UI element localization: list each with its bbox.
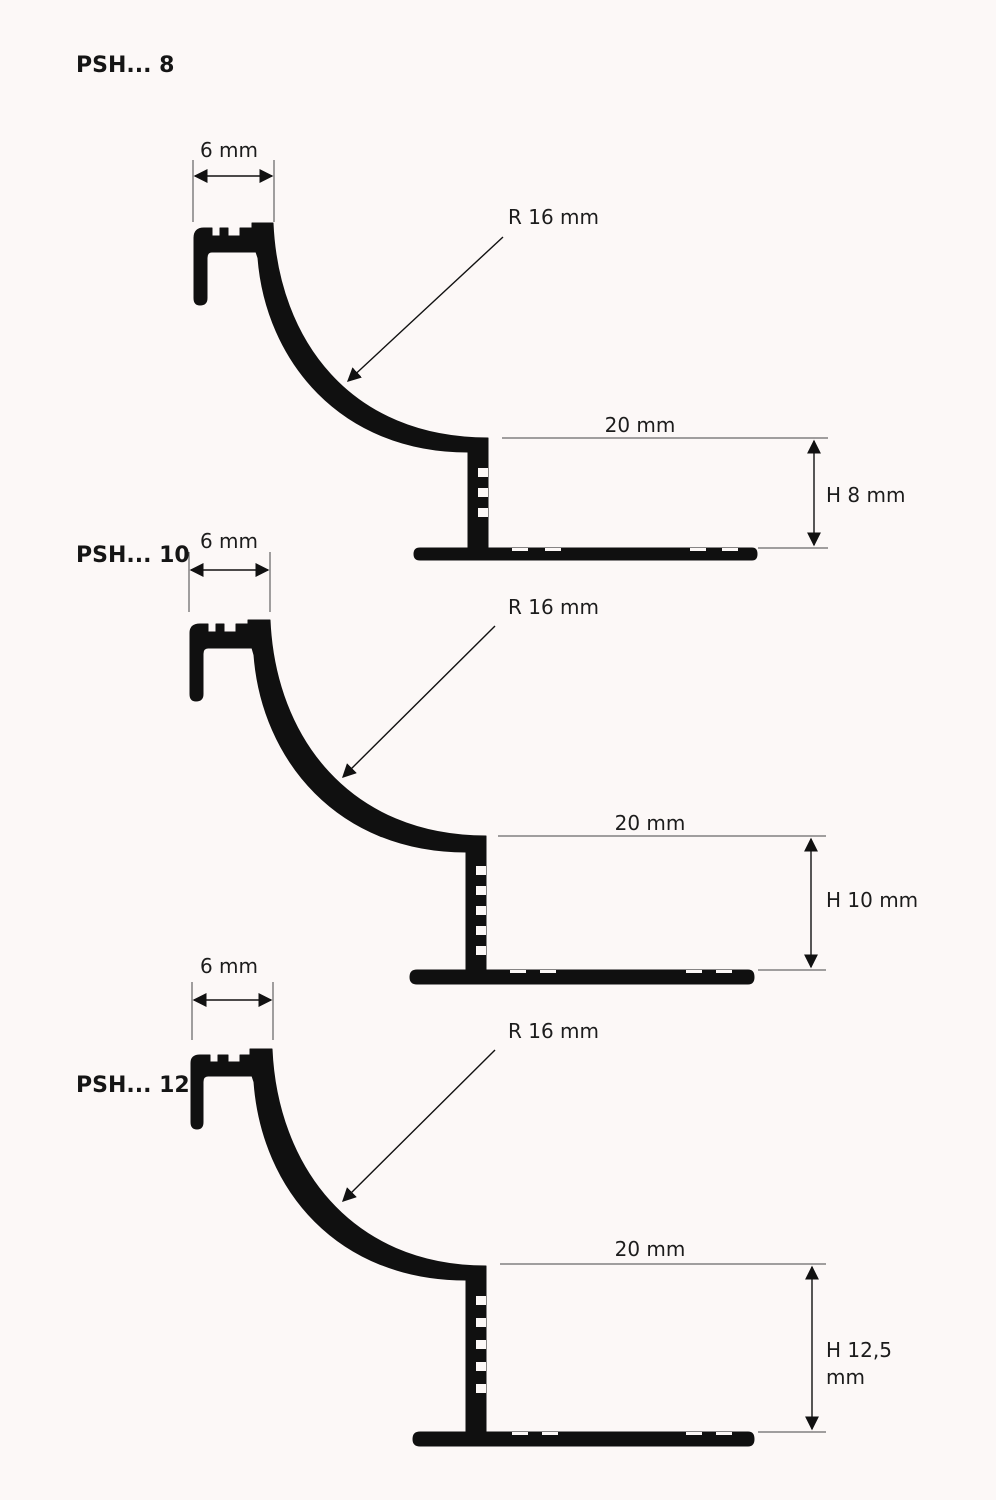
profile-base-groove [545, 548, 561, 551]
profile-base-groove [716, 970, 732, 973]
profile-base-groove [512, 1432, 528, 1435]
radius-label: R 16 mm [508, 1019, 599, 1043]
profile-base-groove [540, 970, 556, 973]
profile-psh-125: PSH... 125 6 mm R 16 mm 20 mm H 12,5 mm [76, 954, 892, 1447]
width-label: 6 mm [200, 529, 258, 553]
profile-notch [478, 508, 488, 517]
profile-notch [478, 468, 488, 477]
profile-base-groove [686, 1432, 702, 1435]
profile-psh-10: PSH... 10 6 mm R 16 mm 20 mm H 10 mm [76, 529, 918, 985]
profile-title: PSH... 8 [76, 53, 174, 78]
profile-notch [476, 886, 486, 895]
radius-label: R 16 mm [508, 595, 599, 619]
profile-notch [476, 946, 486, 955]
height-label-line-2: mm [826, 1365, 865, 1389]
height-label-line-1: H 12,5 [826, 1338, 892, 1362]
length-label: 20 mm [615, 811, 686, 835]
profile-base-groove [716, 1432, 732, 1435]
width-label: 6 mm [200, 954, 258, 978]
length-label: 20 mm [605, 413, 676, 437]
width-label: 6 mm [200, 138, 258, 162]
radius-leader-arrow [342, 1049, 496, 1202]
profile-base-groove [690, 548, 706, 551]
height-label: H 8 mm [826, 483, 905, 507]
profile-base-groove [510, 970, 526, 973]
profile-shape [190, 1048, 755, 1447]
height-label: H 10 mm [826, 888, 918, 912]
radius-leader-arrow [346, 236, 504, 382]
profile-notch [476, 1296, 486, 1305]
profile-notch [476, 1384, 486, 1393]
profile-title: PSH... 10 [76, 543, 190, 568]
profile-notch [476, 1362, 486, 1371]
profile-base-groove [722, 548, 738, 551]
length-label: 20 mm [615, 1237, 686, 1261]
profile-title: PSH... 125 [76, 1073, 205, 1098]
profile-base-groove [512, 548, 528, 551]
profile-base-groove [686, 970, 702, 973]
profile-shape [189, 619, 755, 985]
profile-base-groove [542, 1432, 558, 1435]
radius-leader-arrow [342, 625, 496, 778]
profile-notch [476, 926, 486, 935]
profile-shape [193, 222, 758, 561]
profile-notch [476, 906, 486, 915]
profile-psh-8: PSH... 8 6 mm R 16 mm 20 mm H 8 mm [76, 53, 905, 561]
profile-notch [476, 1340, 486, 1349]
profile-notch [478, 488, 488, 497]
profile-notch [476, 1318, 486, 1327]
radius-label: R 16 mm [508, 205, 599, 229]
profile-notch [476, 866, 486, 875]
